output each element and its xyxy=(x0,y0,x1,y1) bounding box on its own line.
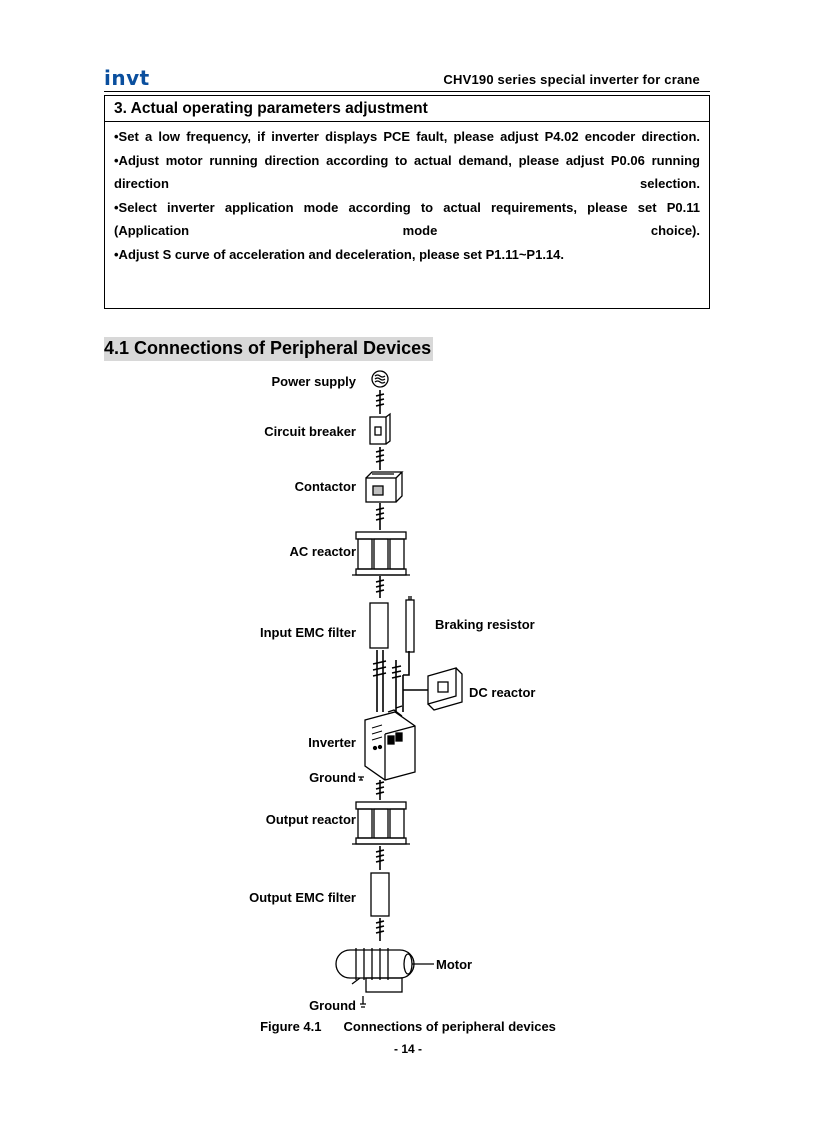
document-title: CHV190 series special inverter for crane xyxy=(443,72,700,87)
label-dc-reactor: DC reactor xyxy=(469,685,536,700)
inverter-icon xyxy=(358,705,416,781)
label-motor: Motor xyxy=(436,957,473,972)
figure-caption: Figure 4.1 Connections of peripheral devi… xyxy=(0,1019,816,1034)
adjustment-box: 3. Actual operating parameters adjustmen… xyxy=(104,95,710,309)
input-emc-filter-icon xyxy=(369,602,389,649)
label-circuit-breaker: Circuit breaker xyxy=(264,424,356,439)
label-output-reactor: Output reactor xyxy=(265,812,356,827)
box-item: •Adjust S curve of acceleration and dece… xyxy=(114,246,565,262)
label-input-emc-filter: Input EMC filter xyxy=(259,625,356,640)
box-item: •Set a low frequency, if inverter displa… xyxy=(114,129,700,144)
label-ac-reactor: AC reactor xyxy=(289,544,356,559)
power-supply-icon xyxy=(371,370,389,388)
figure-title: Connections of peripheral devices xyxy=(343,1019,556,1034)
output-reactor-icon xyxy=(352,801,410,845)
label-output-emc-filter: Output EMC filter xyxy=(249,890,356,905)
invt-logo: invt xyxy=(104,66,150,90)
label-ground-1: Ground xyxy=(309,770,356,785)
motor-icon xyxy=(335,948,434,1008)
label-contactor: Contactor xyxy=(294,479,356,494)
label-inverter: Inverter xyxy=(308,735,356,750)
output-emc-filter-icon xyxy=(370,872,390,917)
box-title: 3. Actual operating parameters adjustmen… xyxy=(105,96,709,122)
braking-resistor-icon xyxy=(405,596,415,653)
page-number: - 14 - xyxy=(393,1042,422,1056)
ac-reactor-icon xyxy=(352,531,410,576)
box-item: •Select inverter application mode accord… xyxy=(114,199,700,239)
label-power-supply: Power supply xyxy=(271,374,356,389)
label-ground-2: Ground xyxy=(309,998,356,1013)
figure-number: Figure 4.1 xyxy=(260,1019,322,1034)
box-item: •Adjust motor running direction accordin… xyxy=(114,152,700,192)
section-title: 4.1 Connections of Peripheral Devices xyxy=(104,337,434,361)
circuit-breaker-icon xyxy=(369,412,391,445)
dc-reactor-icon xyxy=(427,667,463,711)
header-rule xyxy=(104,91,710,92)
connector-wires xyxy=(372,390,428,941)
contactor-icon xyxy=(365,471,404,503)
label-braking-resistor: Braking resistor xyxy=(435,617,535,632)
box-body: •Set a low frequency, if inverter displa… xyxy=(105,122,709,267)
